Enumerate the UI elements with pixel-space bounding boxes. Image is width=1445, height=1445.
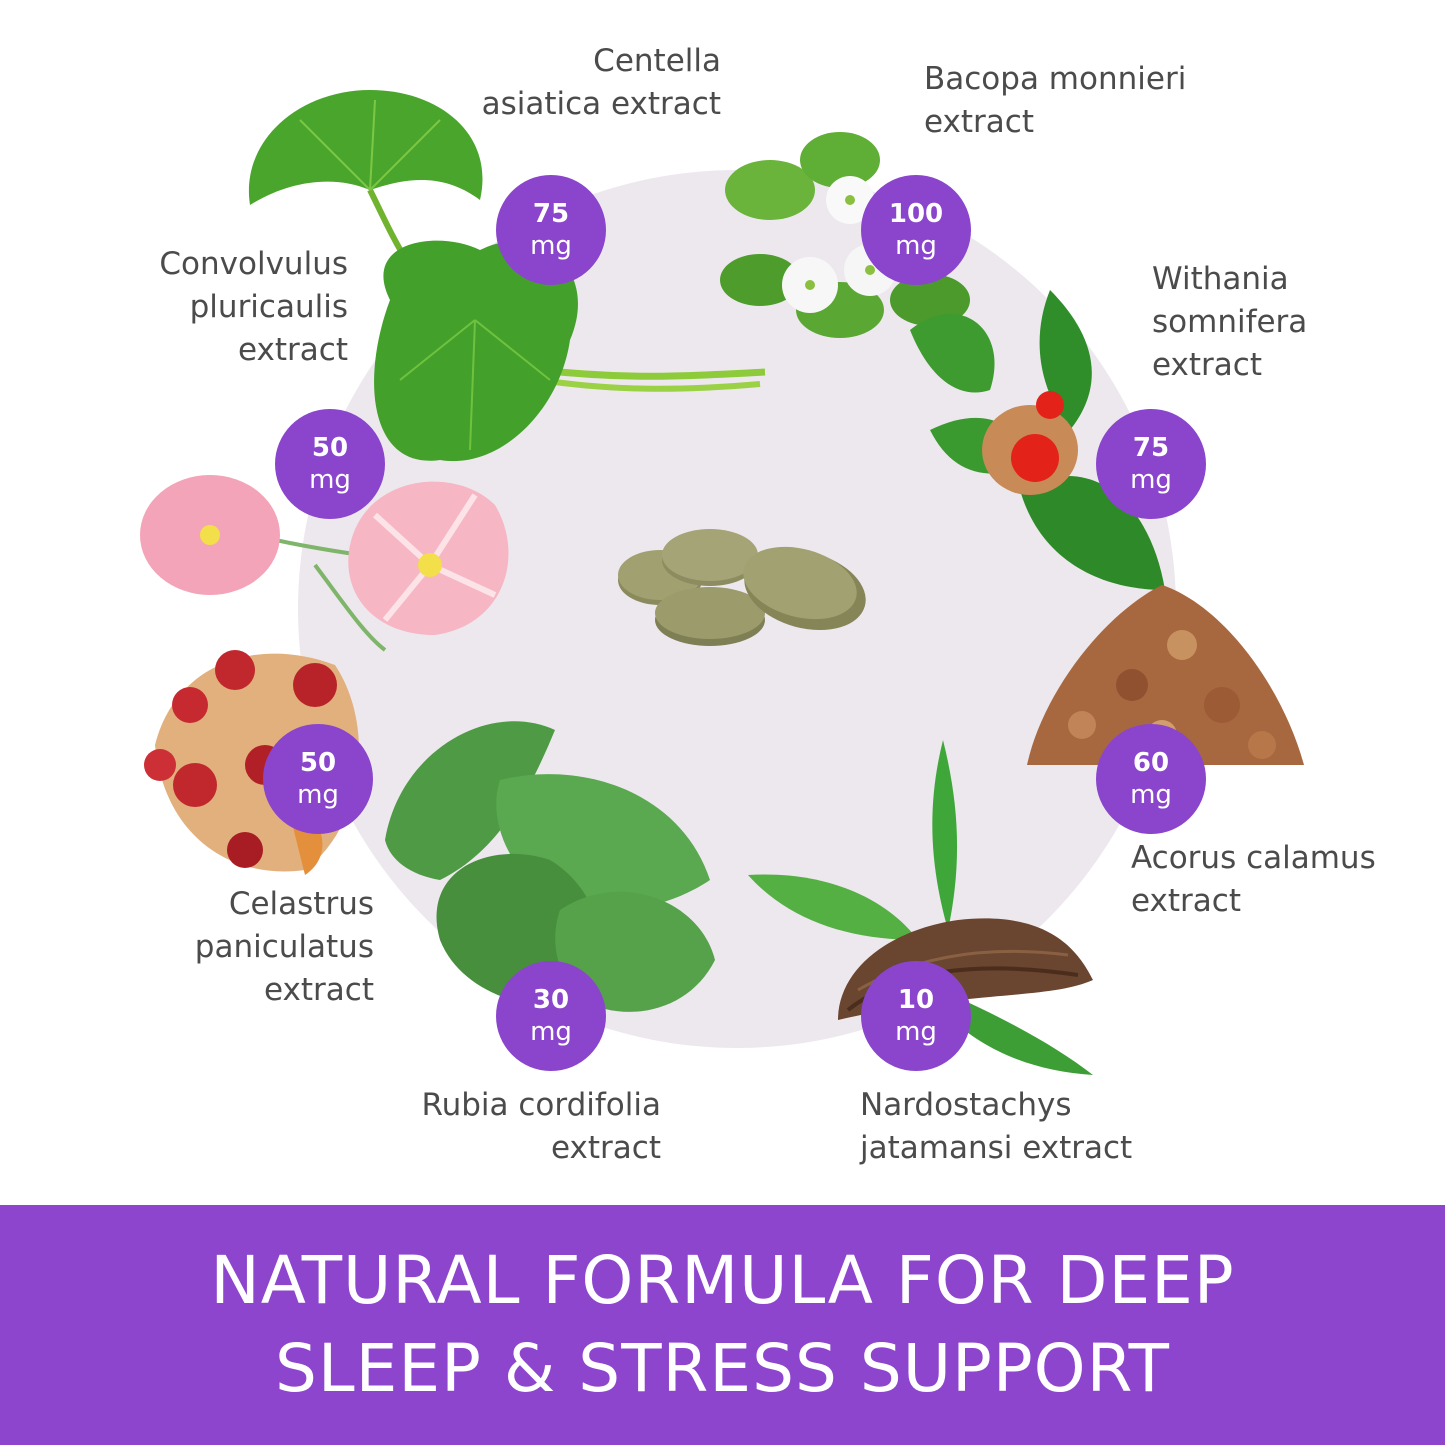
withania-berry-icon	[910, 290, 1165, 590]
headline-line-2: SLEEP & STRESS SUPPORT	[275, 1330, 1170, 1407]
dose-badge-centella: 75 mg	[496, 175, 606, 285]
dose-badge-withania: 75 mg	[1096, 409, 1206, 519]
dose-badge-rubia: 30 mg	[496, 961, 606, 1071]
label-bacopa: Bacopa monnieri extract	[924, 61, 1187, 140]
centella-leaf-icon	[248, 90, 766, 462]
label-convolvulus: Convolvulus pluricaulis extract	[159, 246, 348, 368]
bacopa-flower-icon	[720, 132, 970, 338]
tablets-icon	[618, 529, 866, 646]
label-centella: Centella asiatica extract	[481, 43, 721, 122]
label-nardostachys: Nardostachys jatamansi extract	[860, 1087, 1133, 1166]
label-acorus: Acorus calamus extract	[1131, 840, 1376, 919]
dose-badge-convolvulus: 50 mg	[275, 409, 385, 519]
dose-badge-bacopa: 100 mg	[861, 175, 971, 285]
dose-badge-acorus: 60 mg	[1096, 724, 1206, 834]
label-celastrus: Celastrus paniculatus extract	[194, 886, 374, 1008]
dose-badge-celastrus: 50 mg	[263, 724, 373, 834]
label-rubia: Rubia cordifolia extract	[421, 1087, 661, 1166]
convolvulus-flower-icon	[140, 475, 509, 652]
label-withania: Withania somnifera extract	[1152, 261, 1308, 383]
dose-badge-nardostachys: 10 mg	[861, 961, 971, 1071]
headline-line-1: NATURAL FORMULA FOR DEEP	[210, 1242, 1235, 1319]
headline-banner: NATURAL FORMULA FOR DEEP SLEEP & STRESS …	[0, 1205, 1445, 1445]
